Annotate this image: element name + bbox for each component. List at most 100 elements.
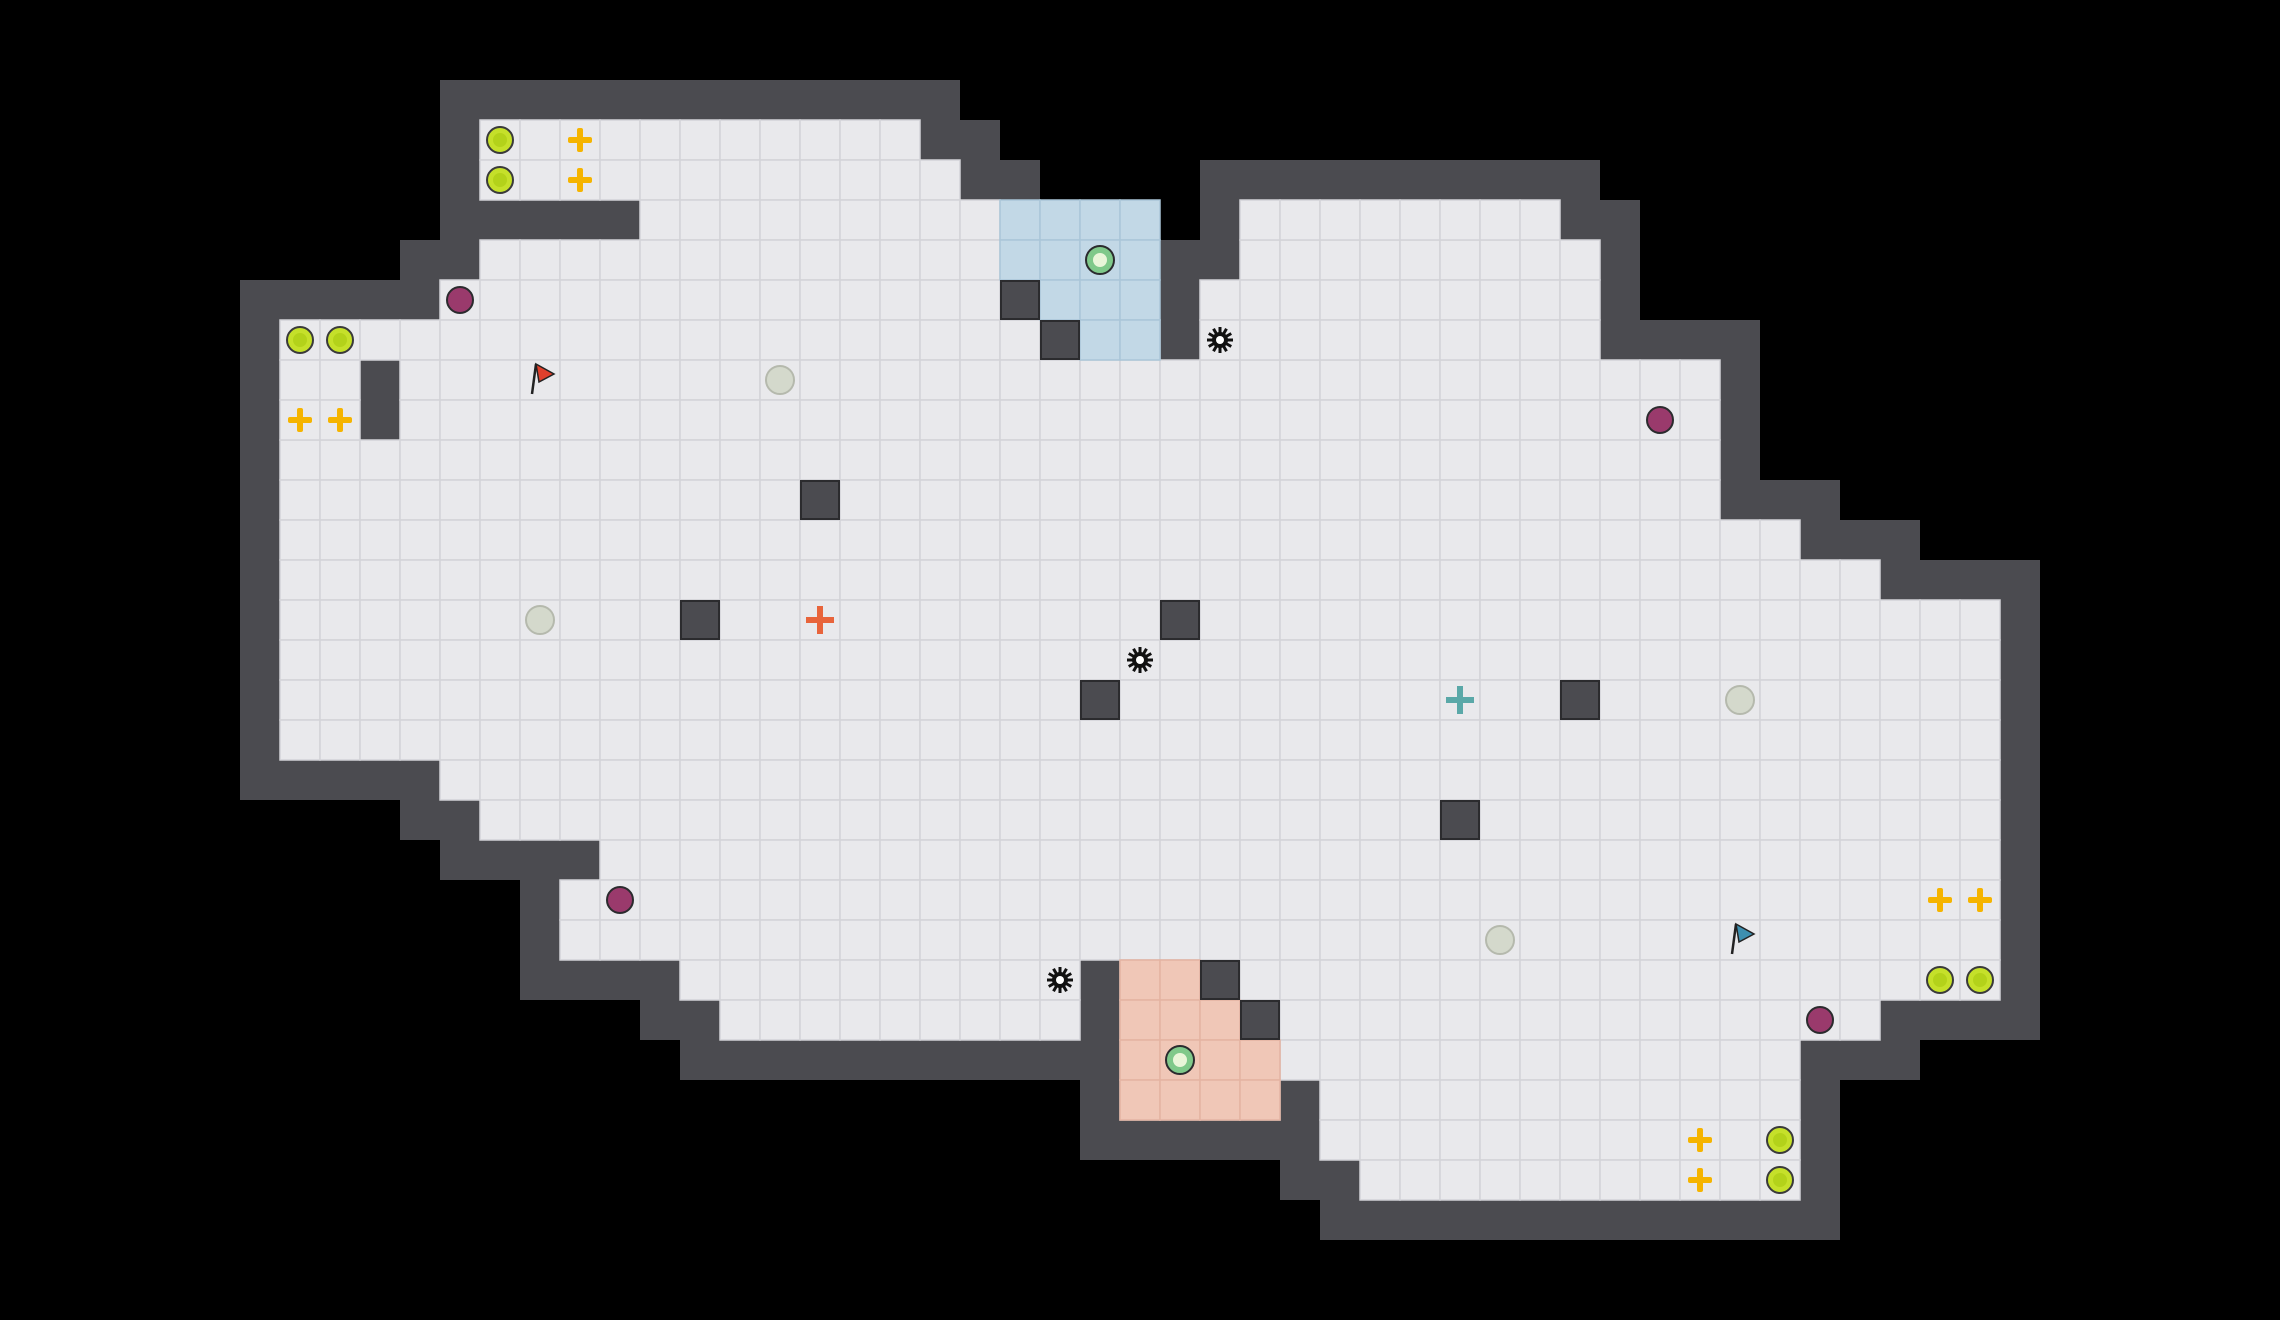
floor-tile [1359, 639, 1401, 681]
floor-tile [799, 399, 841, 441]
orange-cross-icon [806, 606, 834, 634]
floor-tile [1279, 319, 1321, 361]
powerup-bar [568, 177, 592, 183]
floor-tile [1839, 799, 1881, 841]
floor-tile [1559, 479, 1601, 521]
floor-tile [959, 759, 1001, 801]
floor-tile [479, 479, 521, 521]
floor-tile [1679, 1079, 1721, 1121]
floor-tile [359, 599, 401, 641]
floor-tile [799, 839, 841, 881]
wall-block [1200, 960, 1240, 1000]
boost-pad-core [333, 333, 347, 347]
floor-tile [1279, 639, 1321, 681]
floor-tile [1319, 439, 1361, 481]
floor-tile [1919, 759, 1961, 801]
floor-tile [1359, 679, 1401, 721]
floor-tile [1839, 919, 1881, 961]
floor-tile [479, 439, 521, 481]
floor-tile [839, 839, 881, 881]
floor-tile [799, 959, 841, 1001]
floor-tile [1679, 679, 1721, 721]
wall-tile [240, 600, 280, 640]
floor-tile [679, 399, 721, 441]
floor-tile [1799, 639, 1841, 681]
floor-tile [1559, 559, 1601, 601]
floor-tile [1639, 759, 1681, 801]
wall-tile [240, 400, 280, 440]
floor-tile [319, 559, 361, 601]
floor-tile [1439, 479, 1481, 521]
floor-tile [1759, 879, 1801, 921]
wall-tile [240, 480, 280, 520]
floor-tile [759, 479, 801, 521]
neutral-pad [525, 605, 555, 635]
floor-tile [999, 559, 1041, 601]
wall-tile [800, 1040, 840, 1080]
floor-tile [479, 519, 521, 561]
floor-tile [919, 399, 961, 441]
floor-tile [1639, 839, 1681, 881]
floor-tile [1319, 599, 1361, 641]
floor-tile [1559, 359, 1601, 401]
floor-tile [879, 399, 921, 441]
wall-block [800, 480, 840, 520]
floor-tile [1399, 559, 1441, 601]
wall-tile [440, 120, 480, 160]
floor-tile [1719, 1159, 1761, 1201]
wall-tile [1800, 480, 1840, 520]
floor-tile [1959, 639, 2001, 681]
floor-tile [1279, 479, 1321, 521]
floor-tile [1919, 639, 1961, 681]
floor-tile [639, 239, 681, 281]
floor-tile [1559, 599, 1601, 641]
bomb-icon [1646, 406, 1674, 434]
floor-tile [359, 559, 401, 601]
floor-tile [1199, 439, 1241, 481]
floor-tile [1919, 679, 1961, 721]
floor-tile [1039, 599, 1081, 641]
floor-tile [1119, 839, 1161, 881]
floor-tile [399, 479, 441, 521]
boost-pad-core [1773, 1133, 1787, 1147]
floor-tile [799, 559, 841, 601]
floor-tile [1359, 1079, 1401, 1121]
floor-tile [679, 119, 721, 161]
floor-tile [1359, 279, 1401, 321]
red-zone-tile [1119, 959, 1161, 1001]
red-zone-tile [1239, 1039, 1281, 1081]
floor-tile [679, 759, 721, 801]
floor-tile [559, 639, 601, 681]
wall-tile [440, 240, 480, 280]
powerup-plus-icon [568, 168, 592, 192]
blue-zone-tile [1119, 279, 1161, 321]
red-zone-tile [1119, 1039, 1161, 1081]
floor-tile [599, 919, 641, 961]
floor-tile [1559, 519, 1601, 561]
floor-tile [479, 279, 521, 321]
wall-tile [2000, 960, 2040, 1000]
wall-tile [1280, 1120, 1320, 1160]
wall-tile [960, 160, 1000, 200]
floor-tile [559, 319, 601, 361]
floor-tile [1879, 959, 1921, 1001]
floor-tile [1599, 999, 1641, 1041]
floor-tile [1719, 879, 1761, 921]
floor-tile [1599, 839, 1641, 881]
wall-tile [1880, 1000, 1920, 1040]
floor-tile [1479, 1119, 1521, 1161]
floor-tile [1679, 559, 1721, 601]
floor-tile [799, 999, 841, 1041]
floor-tile [1959, 759, 2001, 801]
floor-tile [1639, 879, 1681, 921]
wall-tile [1040, 1040, 1080, 1080]
floor-tile [439, 559, 481, 601]
floor-tile [1559, 1159, 1601, 1201]
floor-tile [1079, 559, 1121, 601]
wall-tile [600, 960, 640, 1000]
floor-tile [1479, 959, 1521, 1001]
floor-tile [679, 279, 721, 321]
floor-tile [1759, 639, 1801, 681]
floor-tile [1839, 679, 1881, 721]
floor-tile [279, 719, 321, 761]
